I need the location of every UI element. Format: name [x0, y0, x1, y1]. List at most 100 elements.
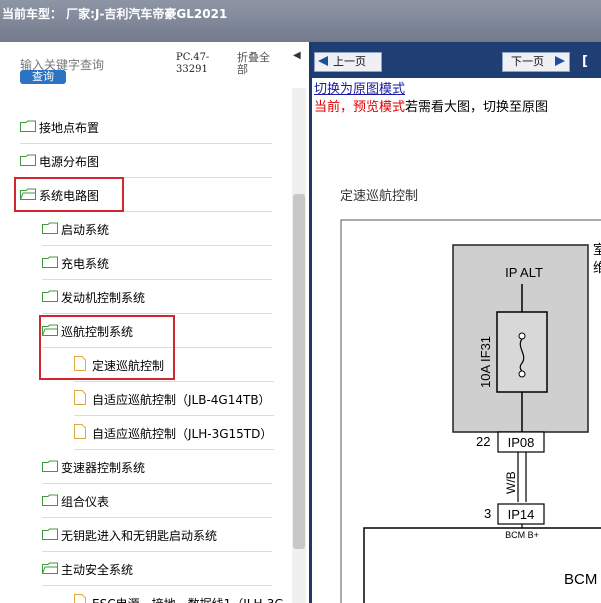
title-bar: 当前车型： 厂家:J-吉利汽车帝豪GL2021	[0, 0, 601, 42]
divider	[74, 381, 274, 382]
tree-item-starting-system[interactable]: 启动系统	[42, 213, 272, 243]
divider	[42, 245, 272, 246]
folder-icon	[20, 120, 36, 132]
folder-icon	[42, 290, 58, 302]
tree-item-label: 无钥匙进入和无钥匙启动系统	[61, 529, 218, 543]
mode-prefix: 当前，预览模式	[314, 100, 406, 115]
diagram-title: 定速巡航控制	[340, 189, 419, 204]
fuse-box-label: IP ALT	[505, 265, 543, 280]
tree-item-adaptive-cruise-jlh[interactable]: 自适应巡航控制（JLH-3G15TD）	[74, 417, 284, 447]
divider	[20, 211, 272, 212]
tree-item-adaptive-cruise-jlb[interactable]: 自适应巡航控制（JLB-4G14TB）	[74, 383, 284, 413]
divider	[42, 585, 272, 586]
tree-item-engine-control[interactable]: 发动机控制系统	[42, 281, 272, 311]
tree-item-label: 巡航控制系统	[61, 325, 134, 339]
nav-bracket-icon: [	[582, 54, 588, 69]
connector-bottom-label: IP14	[508, 507, 535, 522]
search-input[interactable]: 输入关键字查询	[20, 58, 105, 72]
divider	[42, 313, 272, 314]
tree-item-label: 电源分布图	[39, 155, 100, 169]
module-pin-label: BCM B+	[505, 530, 539, 540]
folder-icon	[20, 154, 36, 166]
bcm-module	[363, 527, 601, 603]
tree-item-label: 自适应巡航控制（JLH-3G15TD）	[92, 427, 273, 441]
next-page-label: 下一页	[511, 55, 544, 68]
collapse-all-link[interactable]: 折叠全部	[237, 51, 270, 76]
divider	[42, 551, 272, 552]
tree-item-transmission-control[interactable]: 变速器控制系统	[42, 451, 272, 481]
tree-item-fixed-speed-cruise[interactable]: 定速巡航控制	[74, 349, 274, 379]
folder-open-icon	[20, 188, 36, 200]
divider	[42, 517, 272, 518]
collapse-arrow-icon[interactable]: ◀	[293, 50, 301, 61]
tree-item-keyless-entry[interactable]: 无钥匙进入和无钥匙启动系统	[42, 519, 282, 549]
query-button[interactable]: 查询	[20, 70, 66, 84]
fuse-link-icon	[519, 338, 525, 372]
pc-code: PC.47-33291	[176, 52, 210, 75]
tree-item-label: 充电系统	[61, 257, 110, 271]
fuse-terminal-bottom	[518, 370, 526, 378]
divider	[20, 143, 272, 144]
folder-icon	[42, 460, 58, 472]
circuit-diagram: IP ALT 10A IF31 22 IP08 W/B 3 IP14 BCM B…	[340, 219, 601, 603]
tree-item-power-distribution[interactable]: 电源分布图	[20, 145, 270, 175]
connector-top-pin: 22	[476, 434, 490, 449]
connector-top-label: IP08	[508, 435, 535, 450]
tree-item-active-safety[interactable]: 主动安全系统	[42, 553, 272, 583]
tree-item-esc-power[interactable]: ESC电源，接地，数据线1（JLH-3G	[74, 587, 290, 603]
tree-item-label: 变速器控制系统	[61, 461, 146, 475]
divider	[42, 483, 272, 484]
tree-item-label: 主动安全系统	[61, 563, 134, 577]
tree-item-system-circuits[interactable]: 系统电路图	[20, 179, 270, 209]
wire-color-label: W/B	[504, 471, 518, 494]
tree-scrollbar[interactable]	[292, 88, 306, 603]
diagram-frame	[340, 219, 601, 603]
folder-icon	[42, 528, 58, 540]
switch-to-original-link[interactable]: 切换为原图模式	[314, 82, 406, 97]
connector-bottom-pin: 3	[484, 506, 491, 521]
divider	[42, 347, 272, 348]
tree-item-label: 定速巡航控制	[92, 359, 165, 373]
side-label: 室	[593, 242, 601, 258]
divider	[42, 279, 272, 280]
page-nav-bar: 上一页 下一页 [	[312, 42, 601, 78]
folder-icon	[42, 222, 58, 234]
document-icon	[74, 594, 86, 603]
tree-item-label: 启动系统	[61, 223, 110, 237]
tree-item-label: 系统电路图	[39, 189, 100, 203]
prev-page-label: 上一页	[333, 55, 366, 68]
tree-item-label: 接地点布置	[39, 121, 100, 135]
tree-item-ground-points[interactable]: 接地点布置	[20, 111, 270, 141]
diagram-panel: 上一页 下一页 [ 切换为原图模式 当前，预览模式若需看大图，切换至原图 定速巡…	[309, 42, 601, 603]
fuse-terminal-top	[518, 332, 526, 340]
prev-page-button[interactable]: 上一页	[314, 52, 382, 72]
tree-item-label: ESC电源，接地，数据线1（JLH-3G	[92, 595, 284, 603]
tree-item-label: 发动机控制系统	[61, 291, 146, 305]
document-icon	[74, 356, 86, 371]
vehicle-info: 当前车型： 厂家:J-吉利汽车帝豪GL2021	[2, 7, 228, 21]
divider	[20, 177, 272, 178]
mode-suffix: 若需看大图，切换至原图	[405, 100, 549, 115]
folder-open-icon	[42, 562, 58, 574]
connector-bottom	[497, 503, 545, 525]
folder-open-icon	[42, 324, 58, 336]
mode-notice: 当前，预览模式若需看大图，切换至原图	[314, 96, 548, 115]
tree-item-label: 自适应巡航控制（JLB-4G14TB）	[92, 393, 271, 407]
folder-icon	[42, 494, 58, 506]
connector-top	[497, 431, 545, 453]
divider	[74, 449, 274, 450]
tree-item-label: 组合仪表	[61, 495, 110, 509]
scrollbar-thumb[interactable]	[293, 194, 305, 549]
highlight-system-circuits	[14, 177, 124, 212]
tree-item-instrument-cluster[interactable]: 组合仪表	[42, 485, 272, 515]
search-area: 输入关键字查询 查询 PC.47-33291 折叠全部 ◀	[0, 42, 309, 88]
divider	[74, 415, 274, 416]
folder-icon	[42, 256, 58, 268]
document-icon	[74, 390, 86, 405]
tree-item-charging-system[interactable]: 充电系统	[42, 247, 272, 277]
tree-item-cruise-control[interactable]: 巡航控制系统	[42, 315, 272, 345]
navigation-panel: 输入关键字查询 查询 PC.47-33291 折叠全部 ◀ 接地点布置 电源分布…	[0, 42, 309, 603]
next-page-button[interactable]: 下一页	[502, 52, 570, 72]
arrow-right-icon	[555, 56, 565, 66]
side-label: 维	[593, 261, 601, 276]
